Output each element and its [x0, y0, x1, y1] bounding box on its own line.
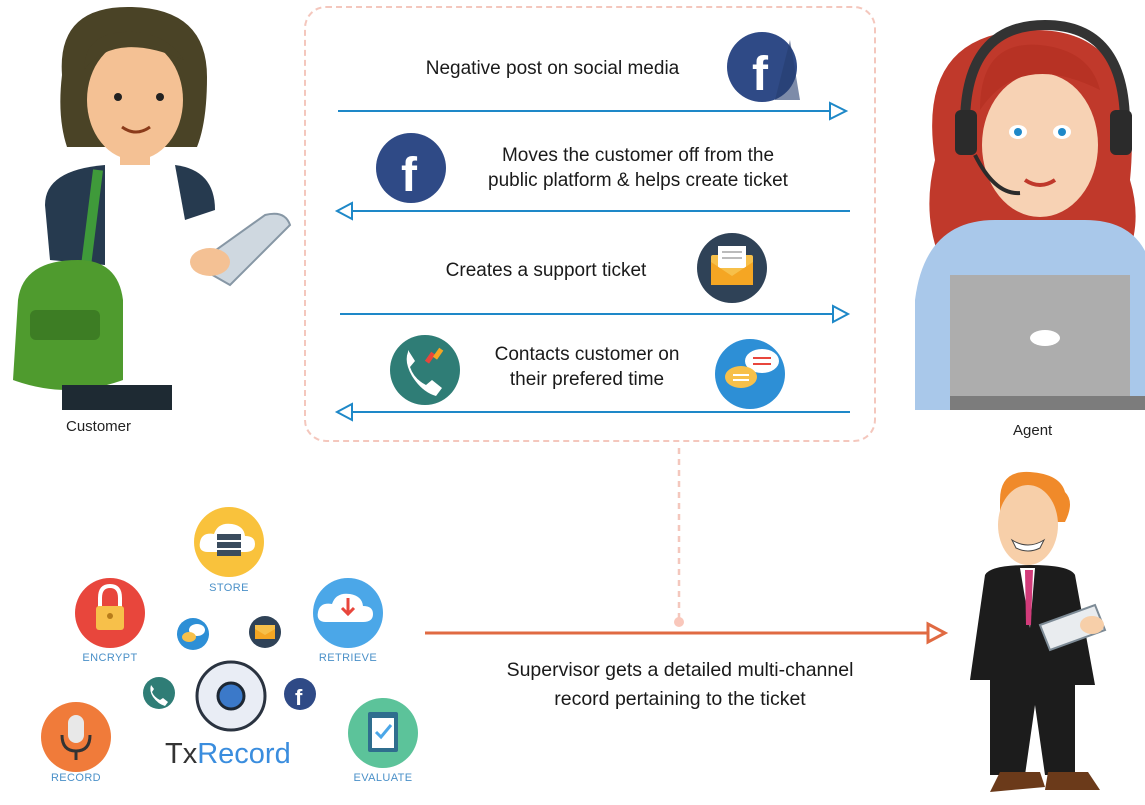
store-label: STORE	[209, 582, 249, 594]
retrieve-icon	[313, 578, 383, 648]
retrieve-label: RETRIEVE	[318, 652, 378, 664]
step-2-line-1: Moves the customer off from the	[501, 145, 775, 166]
phone-icon	[143, 677, 175, 709]
txrecord-diagram: f	[41, 507, 418, 772]
customer-label: Customer	[66, 418, 132, 435]
flow-arrow-3	[340, 304, 851, 324]
supervisor-line-1: Supervisor gets a detailed multi-channel	[506, 659, 854, 681]
email-icon	[697, 233, 767, 303]
svg-text:f: f	[295, 685, 303, 710]
supervisor-illustration	[970, 471, 1107, 792]
facebook-icon: f	[376, 133, 446, 203]
step-3-text: Creates a support ticket	[445, 260, 647, 281]
flow-arrow-2	[334, 201, 850, 221]
step-4-line-1: Contacts customer on	[494, 344, 680, 365]
flow-arrow-1	[338, 101, 849, 121]
step-1-text: Negative post on social media	[425, 58, 680, 79]
evaluate-label: EVALUATE	[353, 772, 413, 784]
facebook-icon: f	[727, 32, 800, 102]
flow-arrow-4	[334, 402, 850, 422]
customer-illustration	[13, 6, 292, 410]
brand-suffix: Record	[197, 738, 291, 770]
agent-illustration	[915, 19, 1145, 410]
brand-prefix: Tx	[165, 738, 198, 770]
encrypt-icon	[75, 578, 145, 648]
chat-icon	[715, 339, 785, 409]
facebook-icon: f	[284, 678, 316, 710]
supervisor-text: Supervisor gets a detailed multi-channel…	[460, 656, 900, 714]
connector-dot	[674, 617, 684, 627]
chat-icon	[177, 618, 209, 650]
step-2-text: Moves the customer off from the public p…	[450, 143, 826, 193]
supervisor-line-2: record pertaining to the ticket	[554, 688, 806, 710]
supervisor-arrow	[425, 621, 949, 645]
record-button-icon	[195, 660, 267, 732]
step-4-text: Contacts customer on their prefered time	[462, 342, 712, 392]
store-icon	[194, 507, 264, 577]
step-4-line-2: their prefered time	[509, 369, 665, 390]
svg-text:f: f	[401, 149, 418, 202]
agent-label: Agent	[1013, 422, 1053, 439]
step-2-line-2: public platform & helps create ticket	[488, 170, 788, 191]
record-icon	[41, 702, 111, 772]
email-icon	[249, 616, 281, 648]
evaluate-icon	[348, 698, 418, 768]
interaction-flow-box	[304, 6, 876, 442]
svg-text:f: f	[752, 48, 769, 101]
phone-icon	[390, 335, 460, 405]
encrypt-label: ENCRYPT	[82, 652, 138, 664]
record-label: RECORD	[50, 772, 102, 784]
txrecord-logo: TxRecord	[165, 738, 291, 771]
